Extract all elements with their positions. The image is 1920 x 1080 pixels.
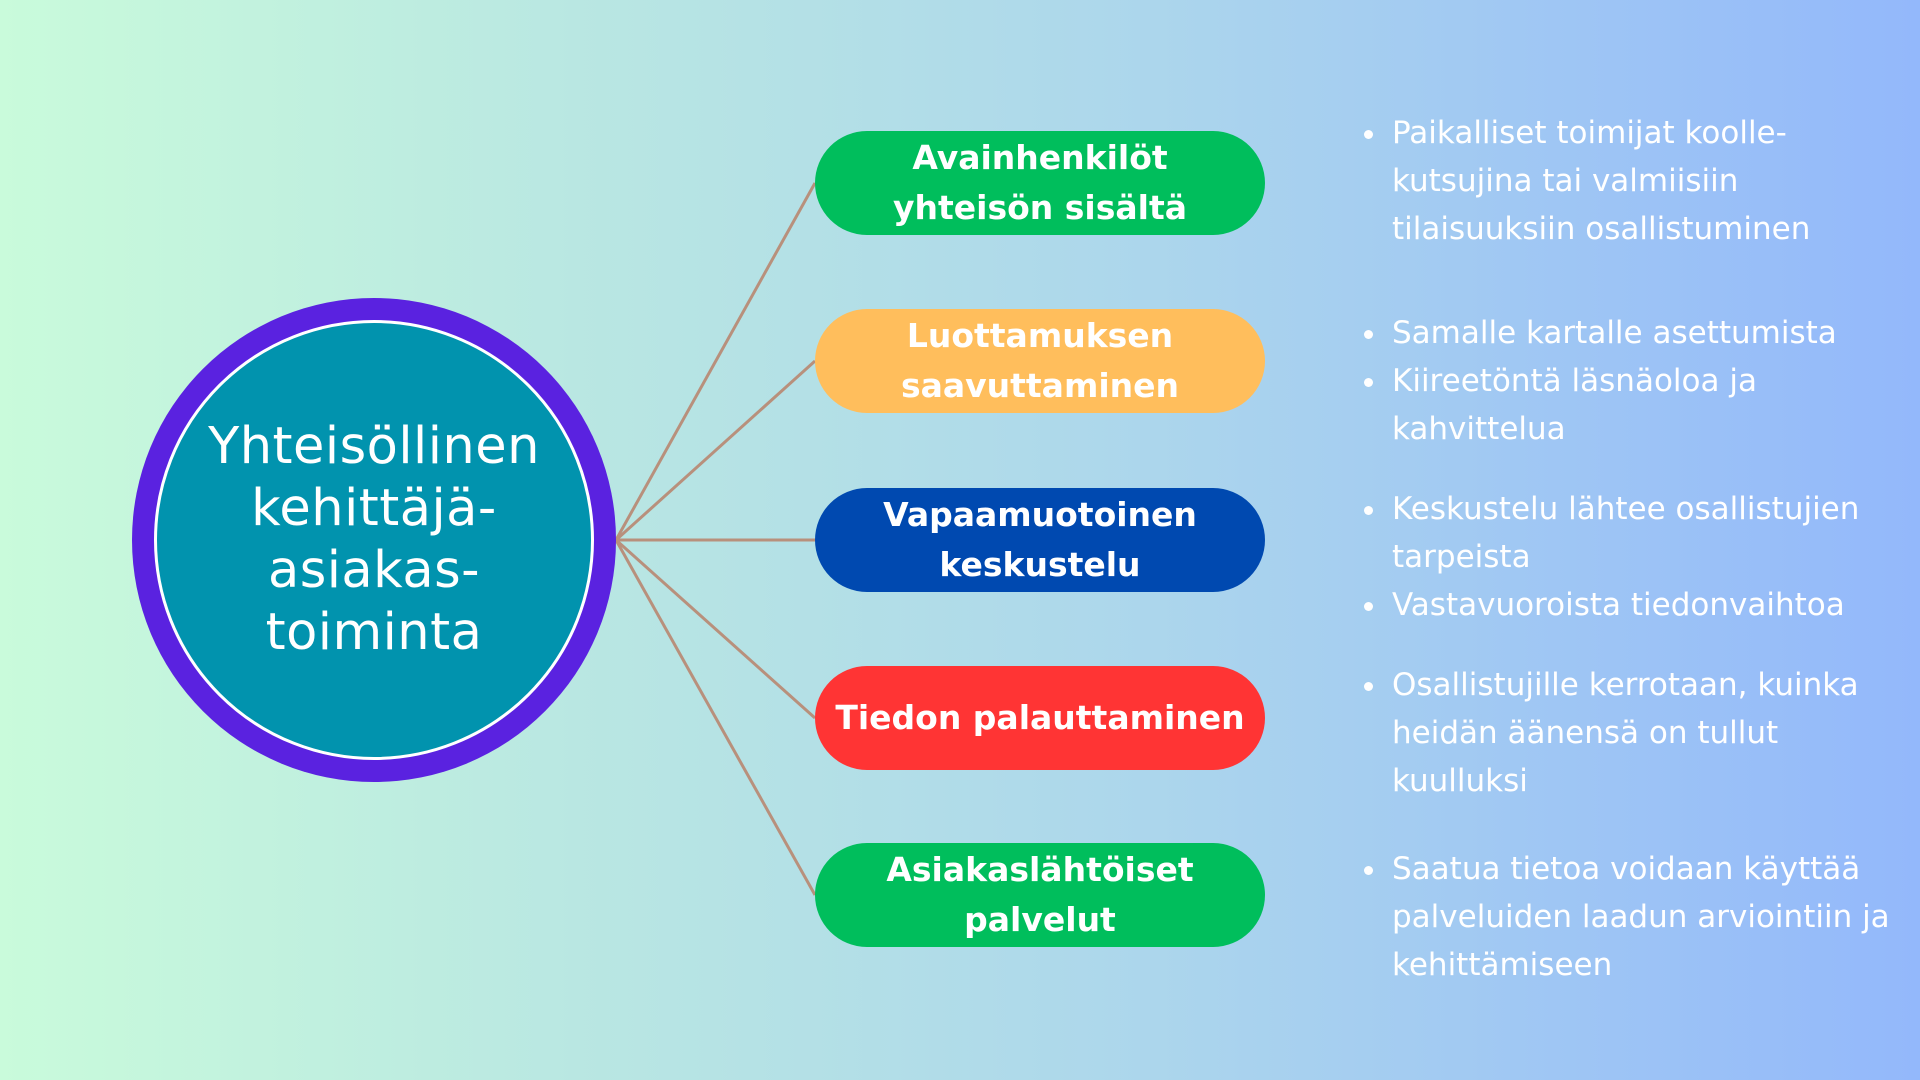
bullet-item: Samalle kartalle asettumista <box>1362 309 1902 357</box>
topic-customer-oriented-services: Asiakaslähtöiset palvelut <box>815 843 1265 947</box>
bullet-item: Saatua tietoa voidaan käyttää palveluide… <box>1362 845 1902 989</box>
bullet-item: Vastavuoroista tiedonvaihtoa <box>1362 581 1902 629</box>
bullet-list-3: Keskustelu lähtee osallistujien tarpeist… <box>1362 485 1902 629</box>
bullet-dot-icon <box>1364 378 1373 387</box>
bullet-dot-icon <box>1364 866 1373 875</box>
connector-line-5 <box>614 539 817 896</box>
connector-line-1 <box>614 182 817 541</box>
bullet-item: Kiireetöntä läsnäoloa ja kahvittelua <box>1362 357 1902 453</box>
topic-key-persons: Avainhenkilöt yhteisön sisältä <box>815 131 1265 235</box>
bullet-dot-icon <box>1364 602 1373 611</box>
bullet-list-1: Paikalliset toimijat koolle-kutsujina ta… <box>1362 109 1902 253</box>
topic-label: Asiakaslähtöiset palvelut <box>886 850 1194 939</box>
topic-label: Avainhenkilöt yhteisön sisältä <box>893 138 1187 227</box>
bullet-dot-icon <box>1364 130 1373 139</box>
bullet-dot-icon <box>1364 330 1373 339</box>
central-hub-title: Yhteisöllinen kehittäjä-asiakas-toiminta <box>208 417 540 662</box>
topic-label: Tiedon palauttaminen <box>835 698 1245 737</box>
bullet-list-2: Samalle kartalle asettumista Kiireetöntä… <box>1362 309 1902 453</box>
bullet-item: Paikalliset toimijat koolle-kutsujina ta… <box>1362 109 1902 253</box>
topic-free-discussion: Vapaamuotoinen keskustelu <box>815 488 1265 592</box>
topic-gaining-trust: Luottamuksen saavuttaminen <box>815 309 1265 413</box>
bullet-dot-icon <box>1364 682 1373 691</box>
bullet-list-4: Osallistujille kerrotaan, kuinka heidän … <box>1362 661 1902 805</box>
bullet-item: Keskustelu lähtee osallistujien tarpeist… <box>1362 485 1902 581</box>
topic-label: Vapaamuotoinen keskustelu <box>883 495 1197 584</box>
topic-label: Luottamuksen saavuttaminen <box>900 316 1180 405</box>
central-hub-inner: Yhteisöllinen kehittäjä-asiakas-toiminta <box>154 320 594 760</box>
central-hub-circle: Yhteisöllinen kehittäjä-asiakas-toiminta <box>132 298 616 782</box>
bullet-list-5: Saatua tietoa voidaan käyttää palveluide… <box>1362 845 1902 989</box>
bullet-item: Osallistujille kerrotaan, kuinka heidän … <box>1362 661 1902 805</box>
connector-line-2 <box>614 359 817 542</box>
bullet-dot-icon <box>1364 506 1373 515</box>
connector-line-4 <box>614 538 817 720</box>
topic-returning-information: Tiedon palauttaminen <box>815 666 1265 770</box>
